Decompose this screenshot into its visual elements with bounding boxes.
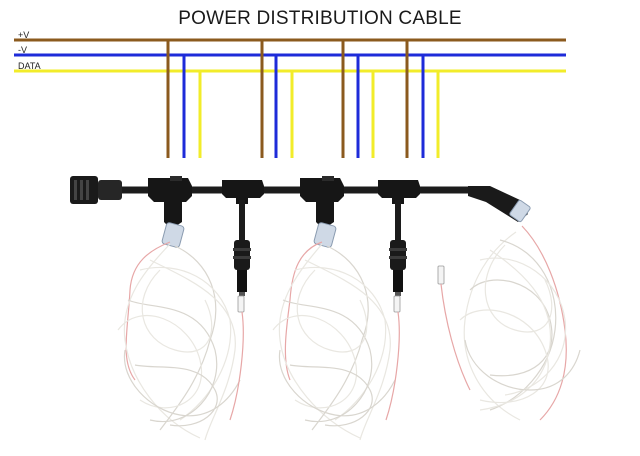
rail-label-minus-v: -V (18, 45, 27, 55)
end-connector-right-icon (468, 186, 531, 223)
pin-terminal-icon (237, 265, 445, 313)
t-connector-icon (222, 180, 264, 240)
end-connector-left-icon (70, 176, 122, 204)
rail-label-plus-v: +V (18, 30, 30, 40)
page-title: POWER DISTRIBUTION CABLE (178, 8, 462, 29)
plug-connector-icon (389, 240, 407, 296)
led-string-icon (117, 241, 244, 441)
rail-label-data: DATA (18, 61, 41, 71)
led-string-icon (440, 225, 581, 421)
drop-4 (405, 40, 440, 158)
drop-1 (166, 40, 202, 158)
drop-3 (341, 40, 375, 158)
main-cable (70, 176, 531, 240)
t-connector-icon (300, 176, 344, 226)
led-string-icon (272, 241, 400, 441)
drops (166, 40, 566, 158)
t-connector-icon (378, 180, 420, 240)
plug-connector-icon (233, 240, 251, 296)
drop-2 (260, 40, 566, 158)
clear-connector-icon (161, 222, 337, 248)
rails (14, 38, 566, 73)
t-connector-icon (148, 176, 192, 226)
